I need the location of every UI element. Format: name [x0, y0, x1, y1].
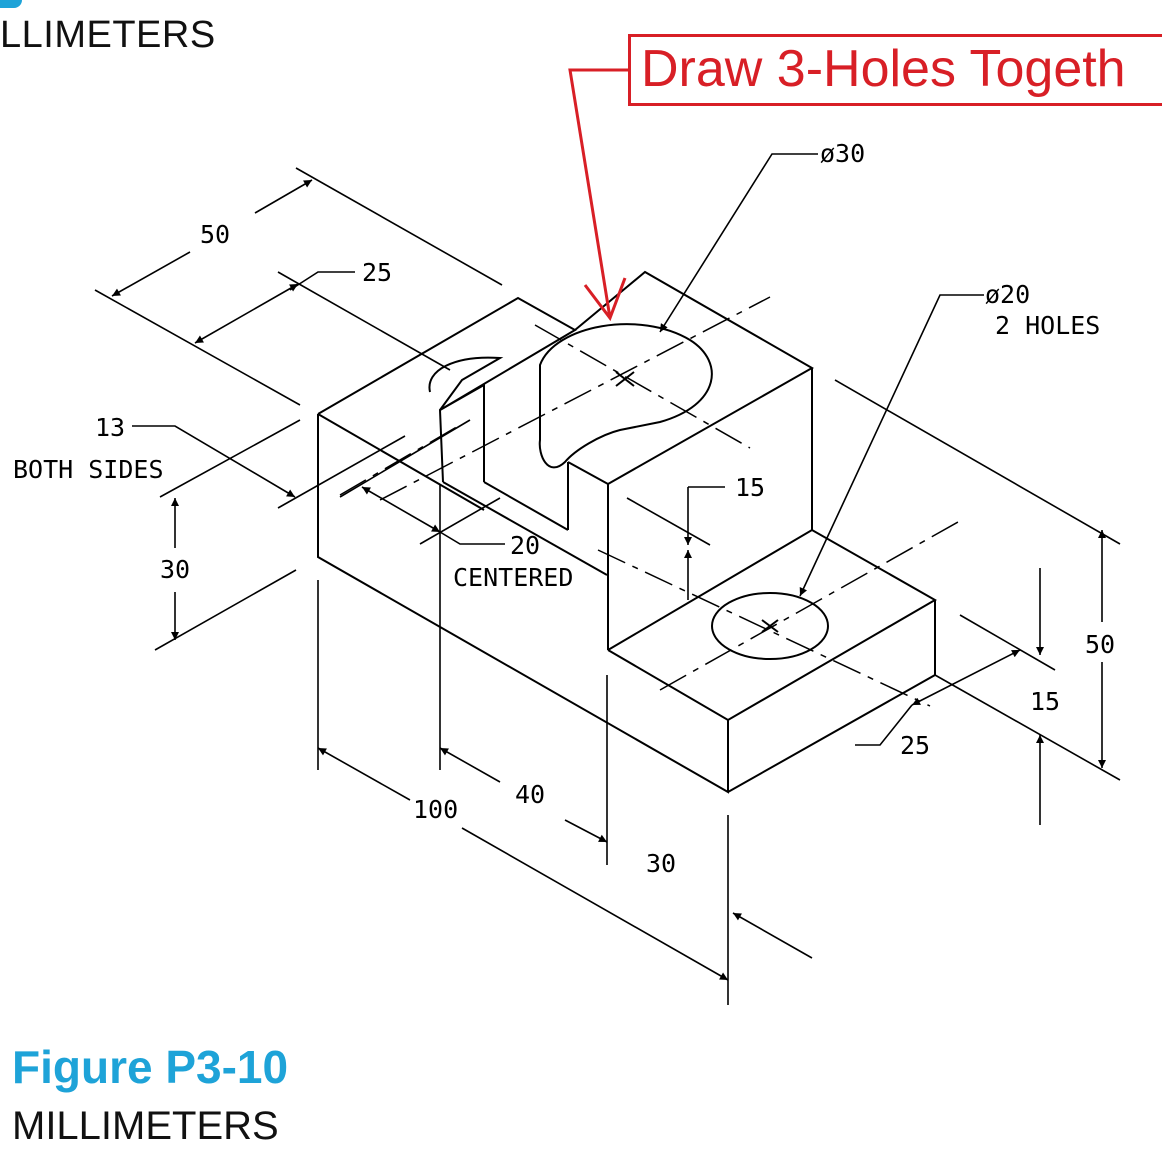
left-block-front-edges: [317, 414, 729, 794]
dim-25-right: 25: [900, 731, 930, 760]
dim-50-top: 50: [200, 220, 230, 249]
header-accent-mark: [0, 0, 22, 8]
center-marks: [615, 371, 779, 633]
left-inner-edge: [442, 481, 608, 576]
dim-50-right: 50: [1085, 630, 1115, 659]
dim-15-step: 15: [735, 473, 765, 502]
dim-15-right: 15: [1030, 687, 1060, 716]
right-hole-ellipse: [711, 592, 829, 660]
base-side-edges: [727, 600, 936, 793]
dim-40: 40: [515, 780, 545, 809]
isometric-drawing: ø30 ø20 2 HOLES 50 25 13 BOTH SIDES 30 2…: [13, 68, 1121, 1005]
left-step-edges: [439, 383, 485, 482]
dim-both-sides: BOTH SIDES: [13, 455, 164, 484]
dimension-lines: [94, 153, 1121, 1005]
figure-units: MILLIMETERS: [12, 1104, 279, 1148]
annotation-arrow: [568, 68, 628, 322]
centerline-large-a: [379, 296, 771, 501]
object-outline: [317, 270, 938, 794]
centerline-right-a: [659, 521, 959, 691]
tower-notch-edges: [567, 461, 609, 485]
dim-diameter-20: ø20: [985, 280, 1030, 309]
left-hole-partial: [428, 356, 504, 411]
centerline-large-b: [534, 324, 751, 449]
dim-25-top: 25: [362, 258, 392, 287]
dim-2-holes: 2 HOLES: [995, 311, 1100, 340]
dim-100: 100: [413, 795, 458, 824]
dim-centered: CENTERED: [453, 563, 573, 592]
dim-20: 20: [510, 531, 540, 560]
annotation-callout-box: Draw 3-Holes Togeth: [628, 34, 1162, 106]
centerline-left-a: [339, 424, 461, 496]
centerline-right-b: [597, 549, 931, 707]
tower-top-edges: [574, 270, 815, 485]
dim-30-bottom: 30: [646, 849, 676, 878]
center-lines: [339, 296, 959, 707]
left-block-side-edge: [317, 413, 485, 511]
tower-slot-edge: [483, 481, 569, 531]
annotation-callout-text: Draw 3-Holes Togeth: [641, 40, 1126, 98]
large-hole-ellipse: [538, 323, 713, 469]
dim-diameter-30: ø30: [820, 139, 865, 168]
dim-13: 13: [95, 413, 125, 442]
header-units-label: LLIMETERS: [0, 14, 216, 56]
dim-30-left: 30: [160, 555, 190, 584]
figure-title: Figure P3-10: [12, 1041, 289, 1093]
